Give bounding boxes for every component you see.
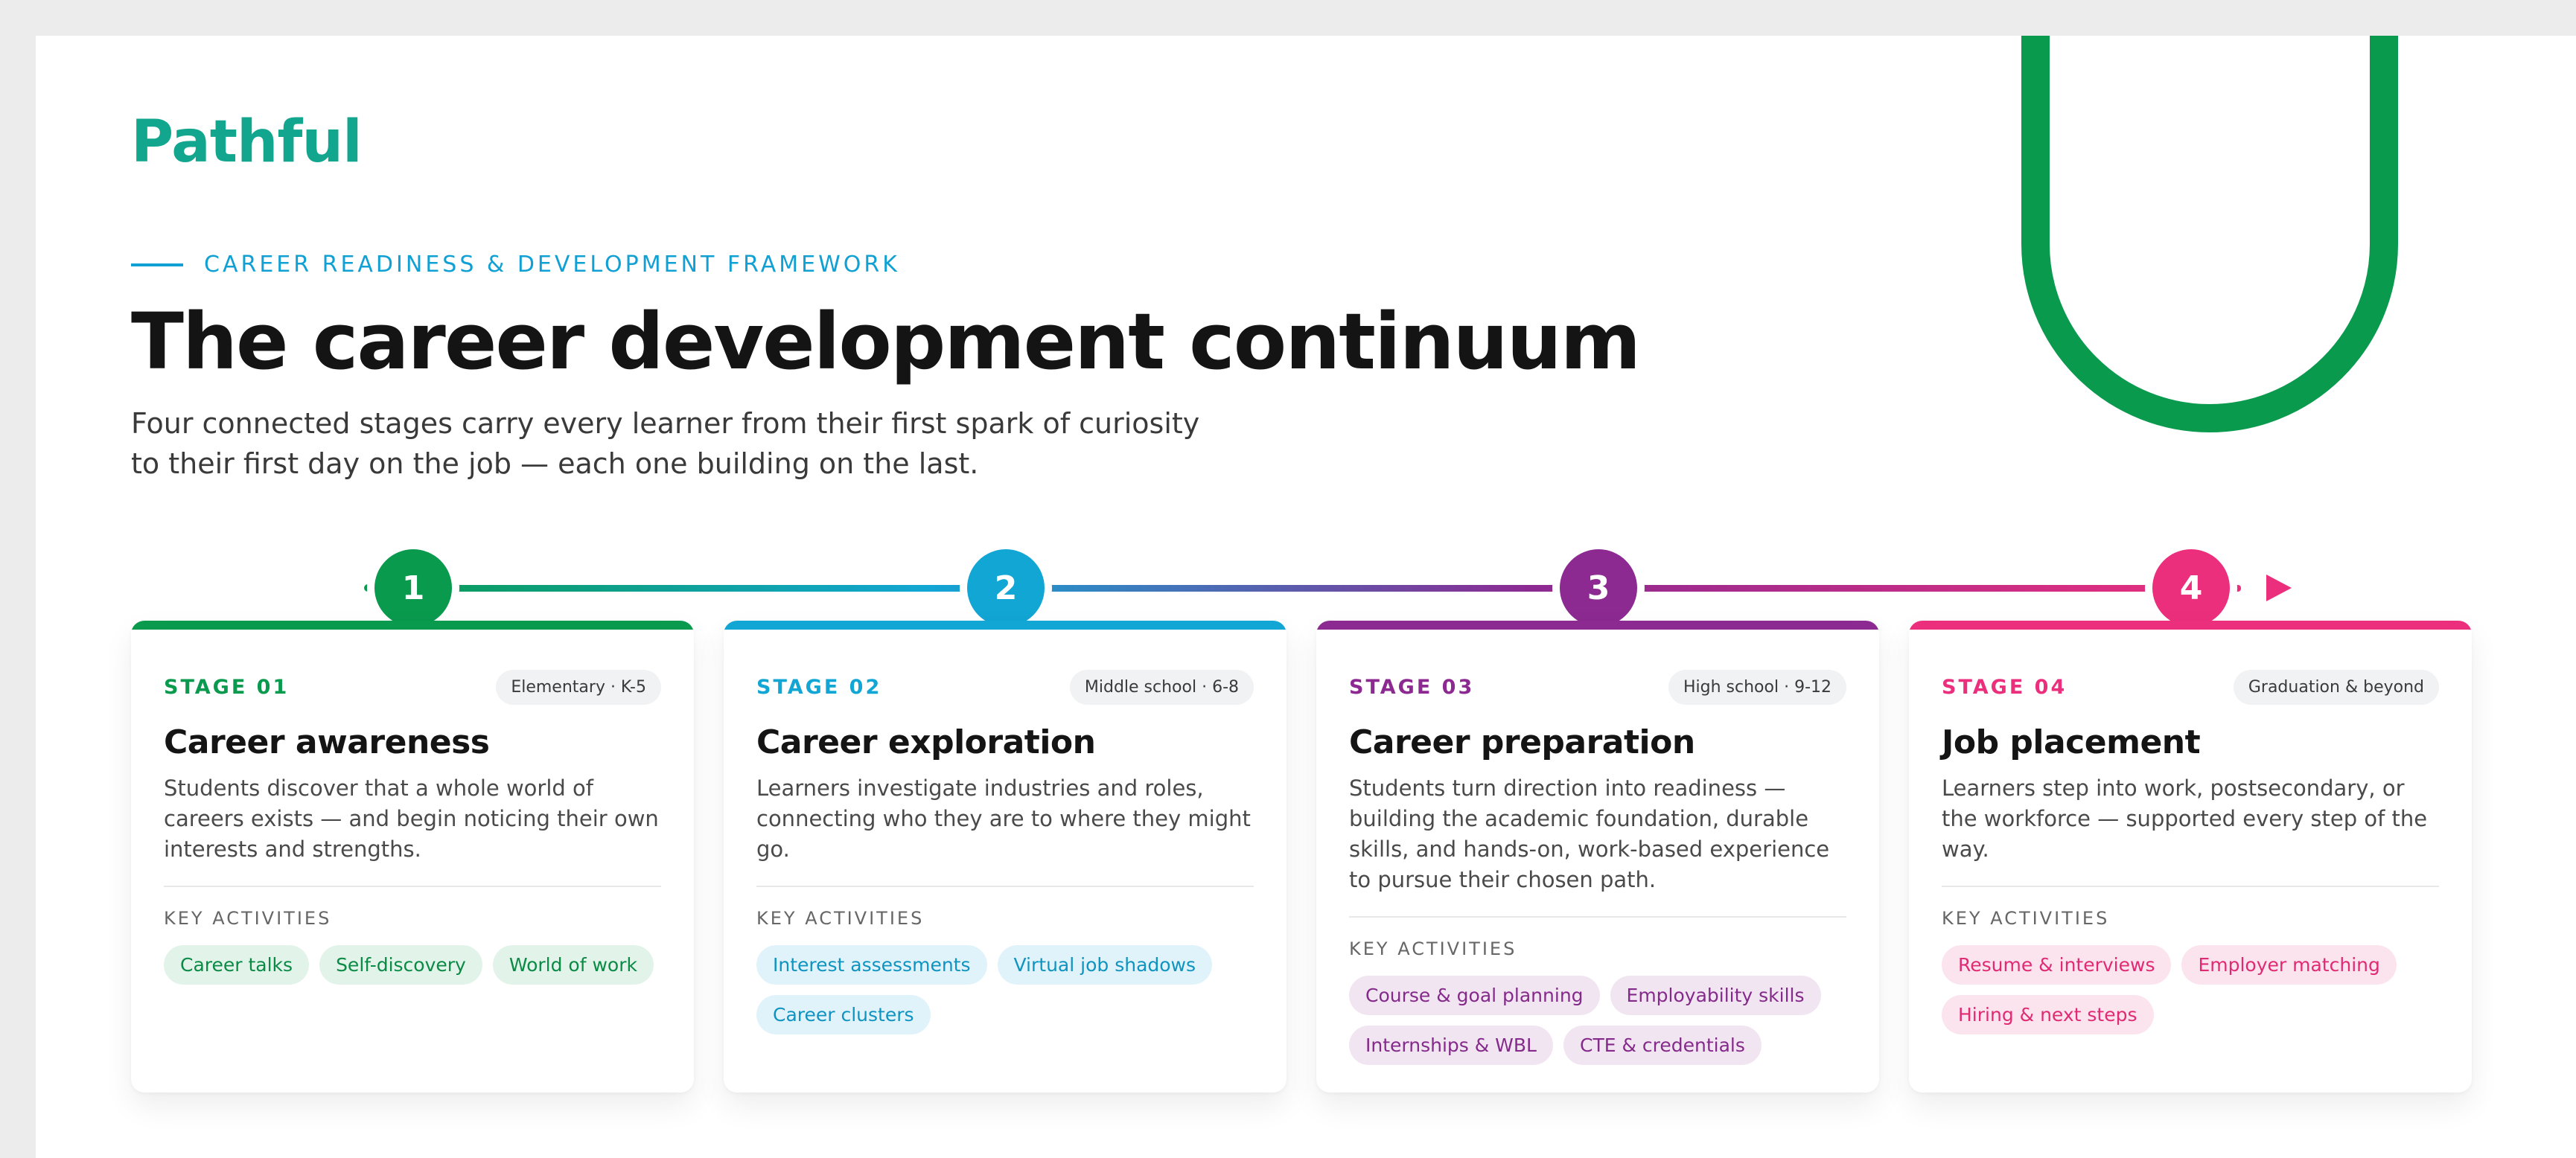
stage-description: Learners investigate industries and role… [756,775,1251,862]
stage-card-3: STAGE 03 High school · 9-12 Career prepa… [1316,621,1879,1093]
page-subtitle: Four connected stages carry every learne… [131,403,1248,484]
stage-label: STAGE 04 [1942,675,2068,699]
grade-badge: Middle school · 6-8 [1069,669,1254,705]
activity-tag[interactable]: Resume & interviews [1942,945,2172,985]
activity-tag[interactable]: World of work [492,945,654,985]
grade-badge: Elementary · K-5 [496,669,661,705]
activity-tag[interactable]: Employability skills [1610,976,1821,1015]
activity-tag[interactable]: Hiring & next steps [1942,995,2154,1034]
eyebrow-text: CAREER READINESS & DEVELOPMENT FRAMEWORK [204,252,900,278]
activity-tags: Career talks Self-discovery World of wor… [164,945,661,985]
subtitle-line-1: Four connected stages carry every learne… [131,407,1200,440]
stage-description: Learners step into work, postsecondary, … [1942,775,2428,862]
eyebrow-rule [131,263,183,266]
timeline-track [364,575,2292,601]
activity-tag[interactable]: Career clusters [756,995,931,1034]
activity-tag[interactable]: Virtual job shadows [997,945,1213,985]
page-title: The career development continuum [131,296,1641,387]
key-activities-label: KEY ACTIVITIES [756,908,925,929]
stage-timeline: 1 2 3 4 [36,542,2576,631]
stage-label: STAGE 02 [756,675,882,699]
stage-card-1: STAGE 01 Elementary · K-5 Career awarene… [131,621,694,1093]
activity-tag[interactable]: Employer matching [2181,945,2397,985]
stage-description: Students discover that a whole world of … [164,775,659,862]
stage-card-2: STAGE 02 Middle school · 6-8 Career expl… [724,621,1287,1093]
divider [164,886,661,887]
card-accent-bar [1909,621,2472,630]
stage-description: Students turn direction into readiness —… [1349,775,1830,892]
stage-title: Job placement [1942,723,2201,761]
pathful-logo: Pathful [131,109,363,176]
stage-node-2[interactable]: 2 [967,549,1045,627]
eyebrow: CAREER READINESS & DEVELOPMENT FRAMEWORK [131,252,900,278]
stage-node-4[interactable]: 4 [2152,549,2230,627]
grade-badge: High school · 9-12 [1668,669,1846,705]
divider [756,886,1254,887]
card-accent-bar [1316,621,1879,630]
stage-card-4: STAGE 04 Graduation & beyond Job placeme… [1909,621,2472,1093]
activity-tags: Course & goal planning Employability ski… [1349,976,1846,1065]
subtitle-line-2: to their first day on the job — each one… [131,447,979,480]
slide: Pathful CAREER READINESS & DEVELOPMENT F… [36,36,2576,1158]
stage-title: Career preparation [1349,723,1695,761]
stage-title: Career awareness [164,723,490,761]
stage-label: STAGE 03 [1349,675,1475,699]
arrow-right-icon [2266,575,2292,601]
activity-tag[interactable]: CTE & credentials [1563,1026,1762,1065]
activity-tag[interactable]: Internships & WBL [1349,1026,1553,1065]
activity-tag[interactable]: Career talks [164,945,310,985]
key-activities-label: KEY ACTIVITIES [1349,938,1517,959]
card-accent-bar [724,621,1287,630]
divider [1942,886,2439,887]
key-activities-label: KEY ACTIVITIES [1942,908,2110,929]
stage-node-3[interactable]: 3 [1560,549,1637,627]
logo-wordmark: Pathful [131,109,363,176]
activity-tag[interactable]: Course & goal planning [1349,976,1600,1015]
stage-title: Career exploration [756,723,1096,761]
u-shape-decoration [2021,36,2398,432]
key-activities-label: KEY ACTIVITIES [164,908,332,929]
stage-node-1[interactable]: 1 [374,549,452,627]
divider [1349,916,1846,918]
activity-tag[interactable]: Self-discovery [319,945,482,985]
card-accent-bar [131,621,694,630]
activity-tag[interactable]: Interest assessments [756,945,987,985]
grade-badge: Graduation & beyond [2233,669,2439,705]
activity-tags: Interest assessments Virtual job shadows… [756,945,1254,1034]
stage-label: STAGE 01 [164,675,290,699]
activity-tags: Resume & interviews Employer matching Hi… [1942,945,2439,1034]
